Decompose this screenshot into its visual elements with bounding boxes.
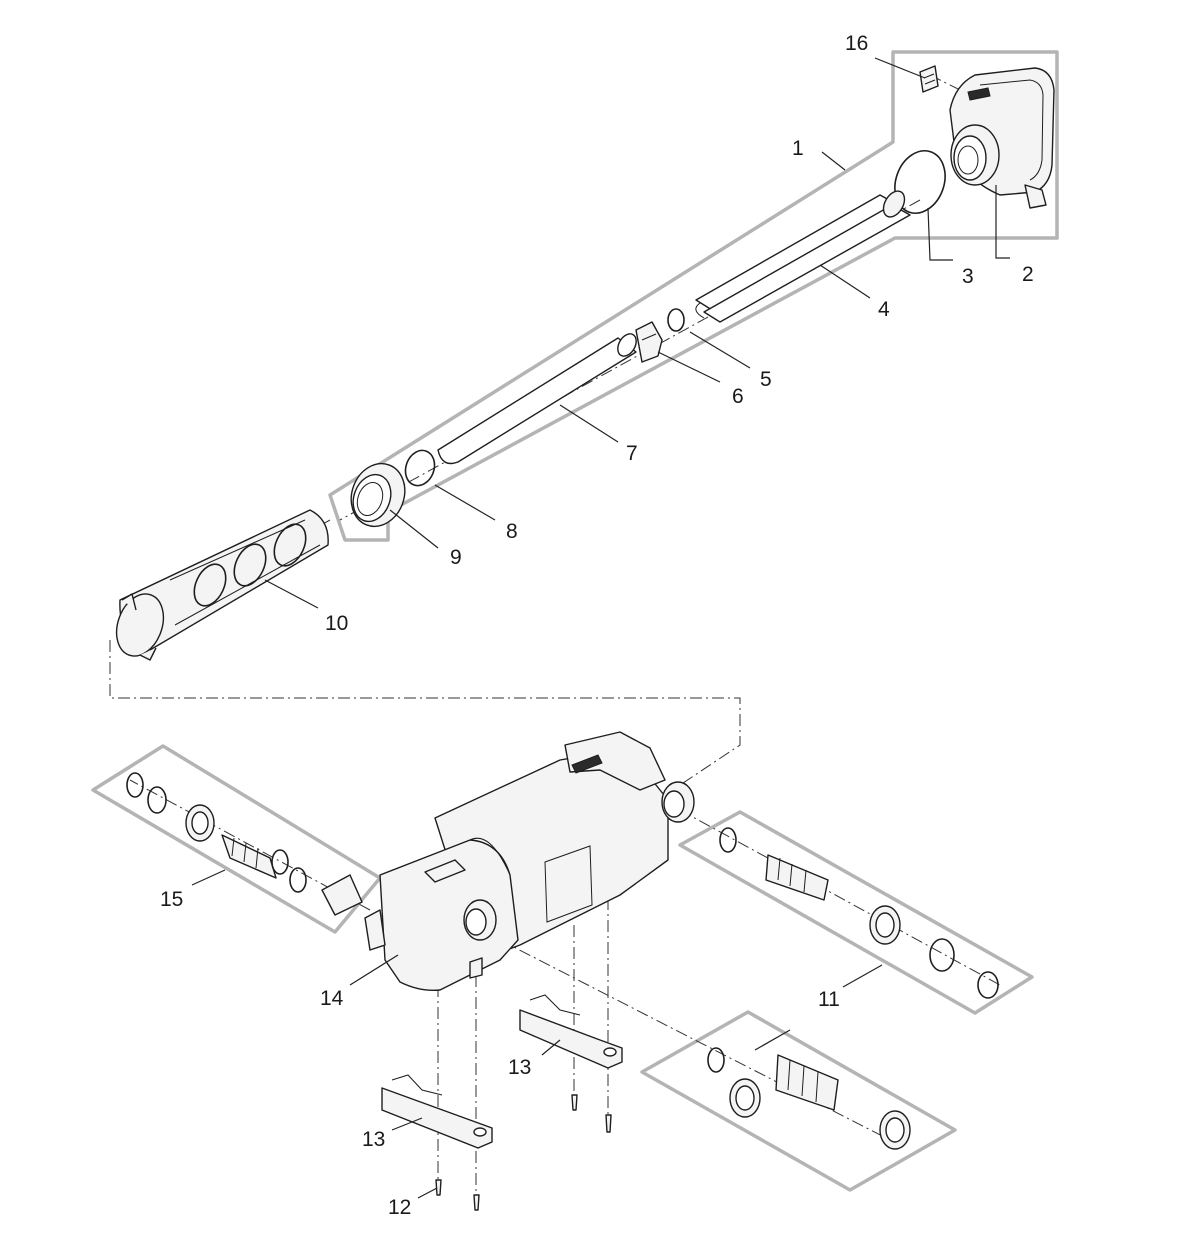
callout-2: 2 <box>1022 263 1034 286</box>
callout-13-upper: 13 <box>508 1056 531 1079</box>
callout-13-lower: 13 <box>362 1128 385 1151</box>
main-housing <box>364 731 695 992</box>
callout-9: 9 <box>450 546 462 569</box>
callout-15: 15 <box>160 888 183 911</box>
callout-1: 1 <box>792 137 804 160</box>
connector-set-left <box>126 772 363 916</box>
callout-7: 7 <box>626 442 638 465</box>
callout-5: 5 <box>760 368 772 391</box>
o-ring-large <box>894 150 946 214</box>
cleaning-unit <box>115 509 329 661</box>
assembly-1-frame <box>328 50 1059 542</box>
callout-11: 11 <box>818 988 840 1011</box>
quartz-glass-tube <box>437 333 637 465</box>
small-o-ring <box>667 308 685 332</box>
connector-set-right-lower <box>707 1047 911 1150</box>
callout-16: 16 <box>845 32 868 55</box>
callout-12: 12 <box>388 1196 411 1219</box>
assembly-11-upper-frame <box>678 810 1034 1015</box>
callout-8: 8 <box>506 520 518 543</box>
callout-10: 10 <box>325 612 348 635</box>
connector-set-right-upper <box>719 827 999 999</box>
lamp-head-housing <box>949 67 1055 209</box>
callout-6: 6 <box>732 385 744 408</box>
lamp-holder <box>635 321 663 363</box>
assembly-11-lower-frame <box>640 1010 957 1192</box>
mounting-bracket-lower <box>381 1074 493 1149</box>
retaining-clip <box>919 65 939 93</box>
mounting-bracket-upper <box>519 994 623 1069</box>
callout-3: 3 <box>962 265 974 288</box>
screws <box>435 1094 612 1211</box>
callout-4: 4 <box>878 298 890 321</box>
callout-14: 14 <box>320 987 344 1010</box>
union-nut <box>350 462 406 528</box>
uvc-lamp <box>695 190 911 323</box>
o-ring-medium <box>404 449 436 487</box>
